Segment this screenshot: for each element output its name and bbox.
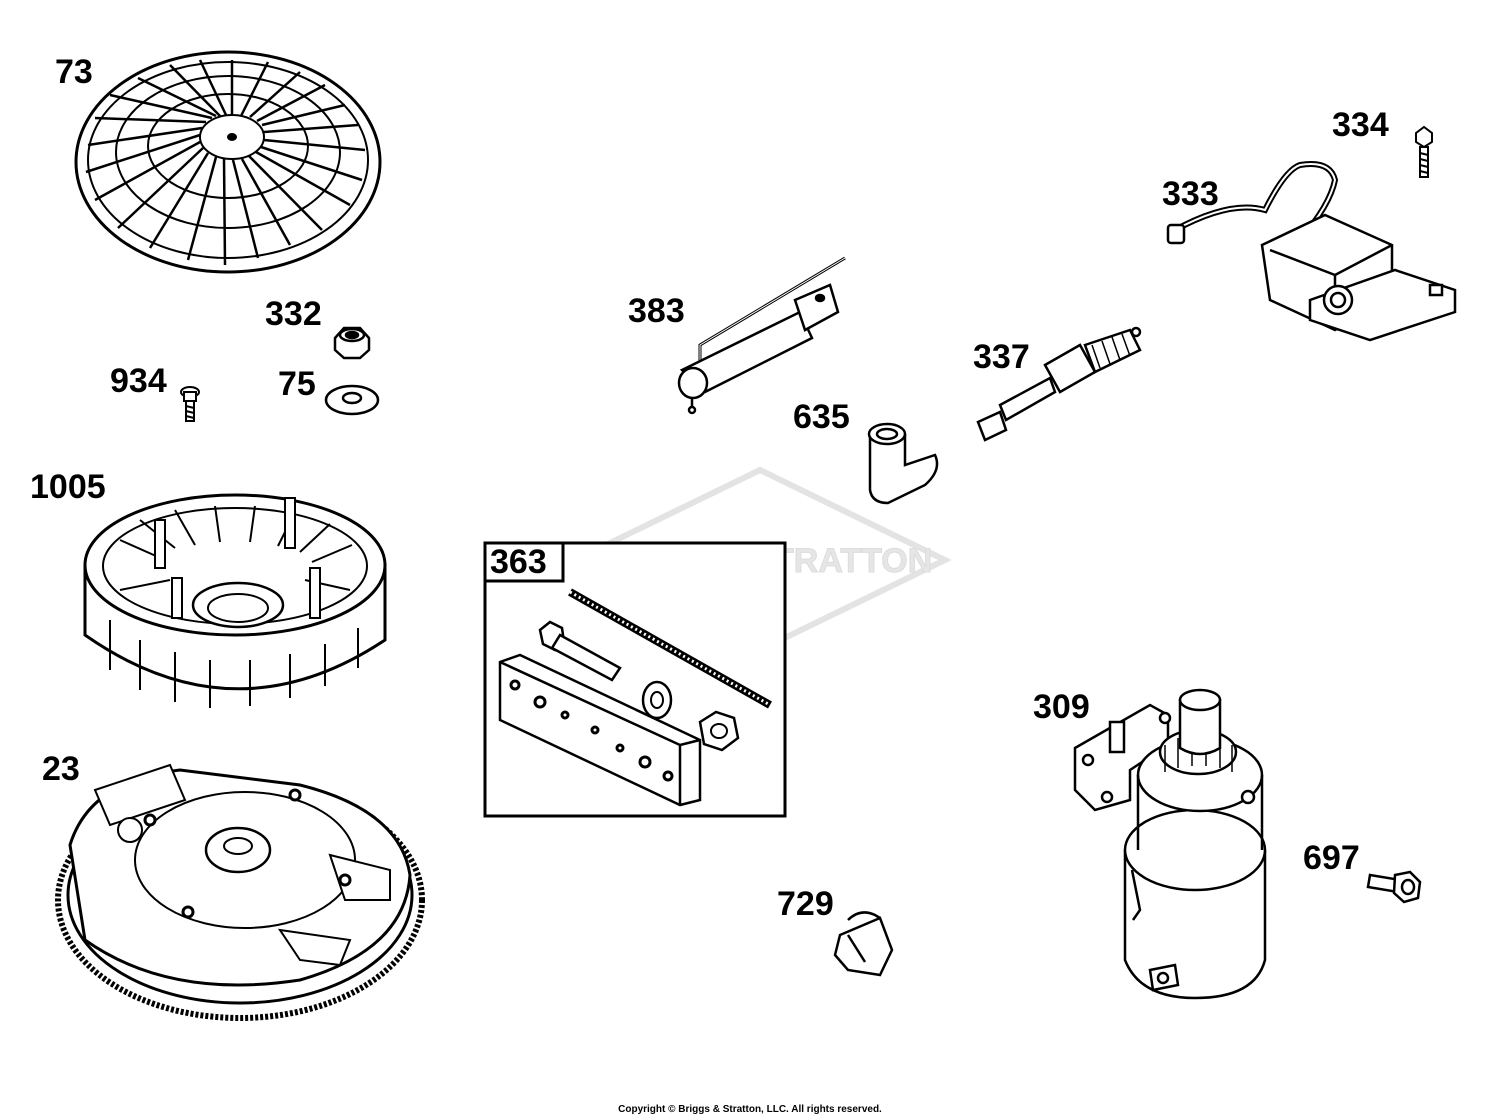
callout-332: 332 xyxy=(265,295,322,333)
part-332-nut[interactable] xyxy=(333,326,371,360)
part-334-bolt[interactable] xyxy=(1415,125,1433,178)
part-363-kit-box[interactable] xyxy=(483,541,787,818)
part-75-washer[interactable] xyxy=(324,384,380,416)
part-635-spark-plug-boot[interactable] xyxy=(867,422,939,505)
callout-934: 934 xyxy=(110,362,167,400)
part-333-ignition-coil[interactable] xyxy=(1166,161,1457,342)
callout-334: 334 xyxy=(1332,106,1389,144)
part-383-armature-pin[interactable] xyxy=(677,256,846,415)
callout-697: 697 xyxy=(1303,839,1360,877)
callout-333: 333 xyxy=(1162,175,1219,213)
part-729-clip[interactable] xyxy=(833,911,894,977)
callout-729: 729 xyxy=(777,885,834,923)
callout-1005: 1005 xyxy=(30,468,106,506)
callout-337: 337 xyxy=(973,338,1030,376)
callout-383: 383 xyxy=(628,292,685,330)
part-337-spark-plug[interactable] xyxy=(976,326,1142,442)
part-1005-flywheel-fan[interactable] xyxy=(83,493,387,708)
callout-635: 635 xyxy=(793,398,850,436)
part-934-screw[interactable] xyxy=(180,386,200,422)
callout-73: 73 xyxy=(55,53,93,91)
copyright-notice: Copyright © Briggs & Stratton, LLC. All … xyxy=(618,1104,882,1115)
part-73-fan-screen[interactable] xyxy=(74,50,382,274)
part-23-flywheel[interactable] xyxy=(55,763,425,1021)
callout-75: 75 xyxy=(278,365,316,403)
callout-23: 23 xyxy=(42,750,80,788)
callout-363-kit: 363 xyxy=(490,543,547,581)
part-309-starter-motor[interactable] xyxy=(1073,688,1267,1000)
callout-309: 309 xyxy=(1033,688,1090,726)
part-697-bolt[interactable] xyxy=(1366,870,1422,904)
